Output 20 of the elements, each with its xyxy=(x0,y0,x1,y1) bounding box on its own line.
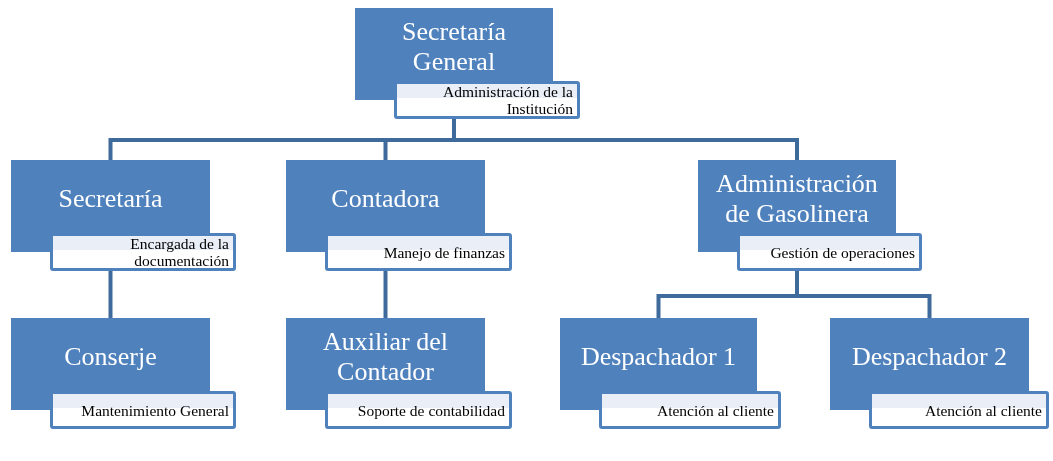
description-label: Atención al cliente xyxy=(599,391,781,429)
description-label: Manejo de finanzas xyxy=(325,233,512,271)
description-label: Administración de la Institución xyxy=(394,81,580,119)
description-label: Atención al cliente xyxy=(869,391,1049,429)
connector-line xyxy=(108,271,113,318)
position-title: Administración de Gasolinera xyxy=(715,169,879,229)
position-title: Conserje xyxy=(63,342,158,372)
position-title: Secretaría xyxy=(57,184,164,214)
connector-line xyxy=(795,271,932,318)
position-title: Despachador 2 xyxy=(850,342,1009,372)
description-label: Encargada de la documentación xyxy=(50,233,236,271)
connector-line xyxy=(383,271,388,318)
description-label: Mantenimiento General xyxy=(50,391,236,429)
position-title: Despachador 1 xyxy=(579,342,738,372)
description-label: Gestión de operaciones xyxy=(737,233,922,271)
position-title: Secretaría General xyxy=(401,17,507,77)
description-label: Soporte de contabilidad xyxy=(325,391,512,429)
position-title: Auxiliar del Contador xyxy=(322,327,449,387)
connector-line xyxy=(452,119,799,160)
position-title: Contadora xyxy=(330,184,441,214)
